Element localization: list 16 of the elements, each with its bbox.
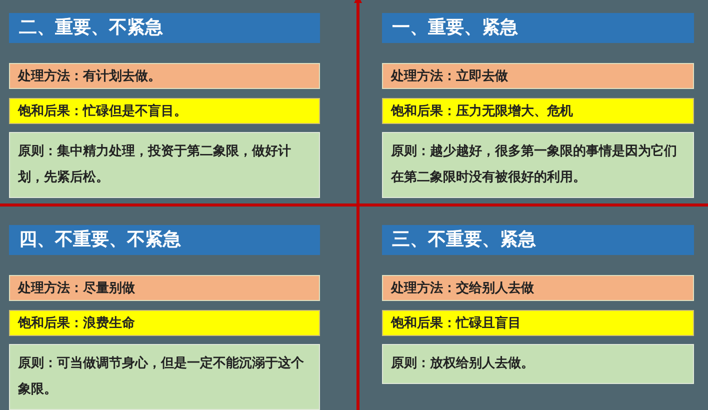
principle-box: 原则：放权给别人去做。 [382, 344, 694, 384]
principle-box: 原则：可当做调节身心，但是一定不能沉溺于这个象限。 [9, 344, 320, 410]
consequence-box: 饱和后果：忙碌且盲目 [382, 310, 694, 336]
quadrant-title-bar: 二、重要、不紧急 [9, 13, 320, 43]
consequence-box: 饱和后果：压力无限增大、危机 [382, 98, 694, 124]
method-box: 处理方法：有计划去做。 [9, 63, 320, 89]
quadrant-title-bar: 一、重要、紧急 [382, 13, 694, 43]
quadrant-title-bar: 三、不重要、紧急 [382, 225, 694, 255]
principle-box: 原则：集中精力处理，投资于第二象限，做好计划，先紧后松。 [9, 132, 320, 198]
quadrant-title-bar: 四、不重要、不紧急 [9, 225, 320, 255]
method-box: 处理方法：交给别人去做 [382, 275, 694, 301]
method-box: 处理方法：尽量别做 [9, 275, 320, 301]
principle-box: 原则：越少越好，很多第一象限的事情是因为它们在第二象限时没有被很好的利用。 [382, 132, 694, 198]
method-box: 处理方法：立即去做 [382, 63, 694, 89]
consequence-box: 饱和后果：忙碌但是不盲目。 [9, 98, 320, 124]
consequence-box: 饱和后果：浪费生命 [9, 310, 320, 336]
